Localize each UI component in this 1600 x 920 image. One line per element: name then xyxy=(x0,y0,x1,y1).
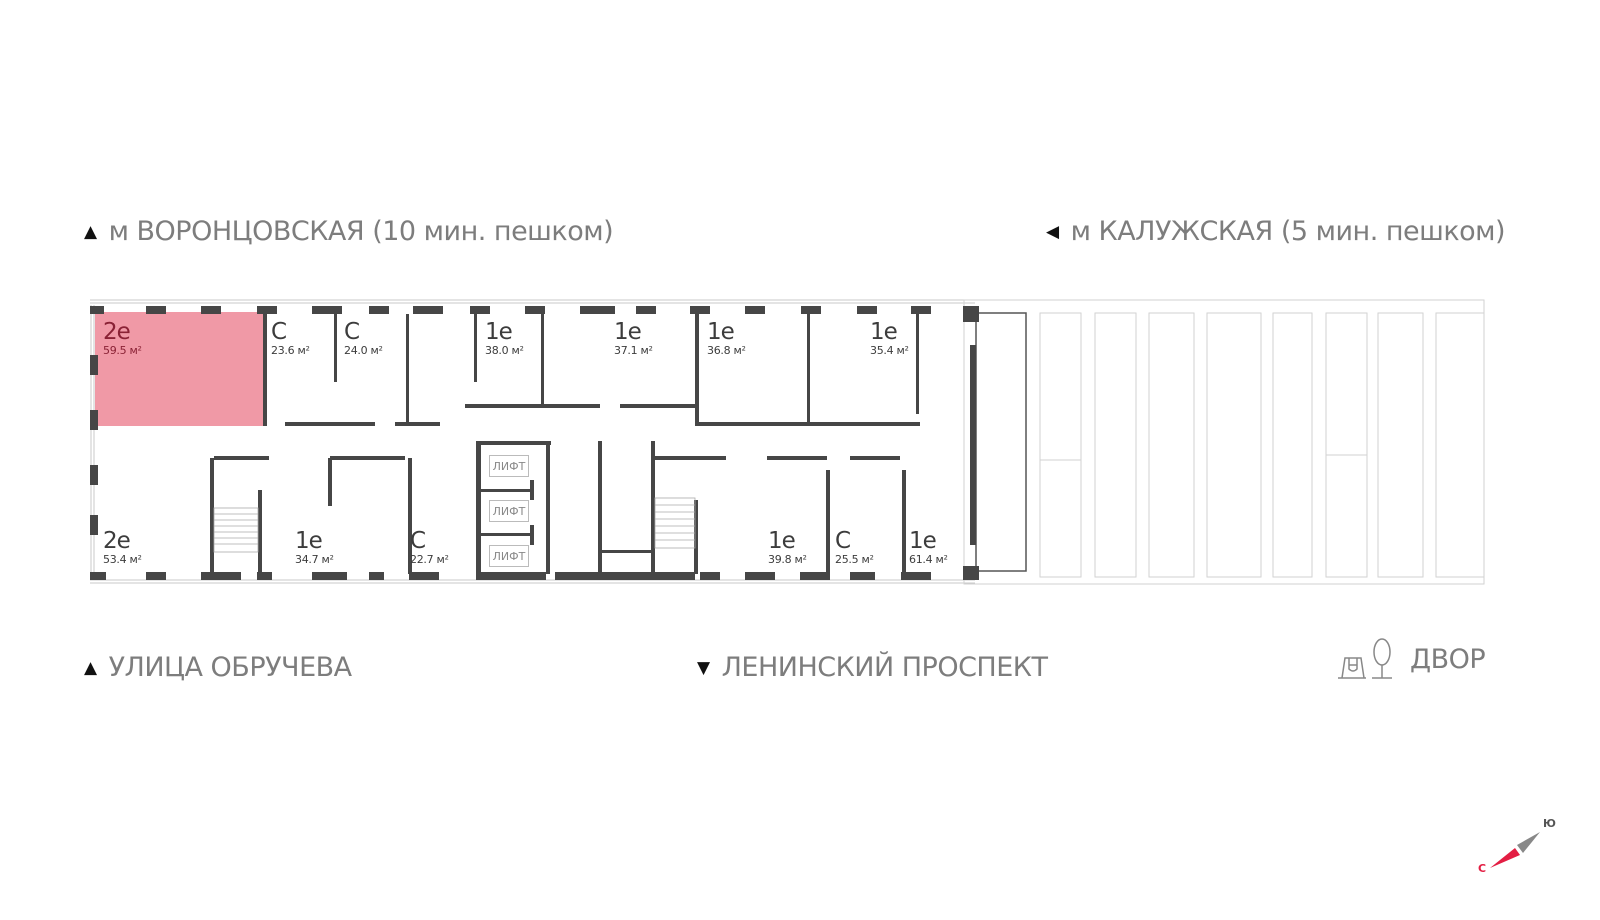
apartment-c-23-6[interactable]: С 23.6 м² xyxy=(271,320,310,358)
apartment-area: 59.5 м² xyxy=(103,344,142,357)
arrow-up-icon: ▲ xyxy=(84,657,97,678)
direction-kaluzhskaya: ◀ м КАЛУЖСКАЯ (5 мин. пешком) xyxy=(1046,216,1506,247)
apartment-1e-37-1[interactable]: 1е 37.1 м² xyxy=(614,320,653,358)
apartment-2e-53-4[interactable]: 2е 53.4 м² xyxy=(103,529,142,567)
direction-obrucheva: ▲ УЛИЦА ОБРУЧЕВА xyxy=(84,652,352,683)
apartment-1e-61-4[interactable]: 1е 61.4 м² xyxy=(909,529,948,567)
lift-1: ЛИФТ xyxy=(489,455,529,477)
apartment-type: С xyxy=(271,319,287,345)
apartment-area: 25.5 м² xyxy=(835,553,874,566)
apartment-type: 2е xyxy=(103,319,131,345)
arrow-down-icon: ▼ xyxy=(697,657,710,678)
apartment-type: 1е xyxy=(295,528,323,554)
apartment-area: 35.4 м² xyxy=(870,344,909,357)
compass-north: С xyxy=(1478,862,1487,875)
apartment-area: 39.8 м² xyxy=(768,553,807,566)
apartment-area: 34.7 м² xyxy=(295,553,334,566)
apartment-2e-59-5[interactable]: 2е 59.5 м² xyxy=(103,320,142,358)
apartment-1e-35-4[interactable]: 1е 35.4 м² xyxy=(870,320,909,358)
arrow-left-icon: ◀ xyxy=(1046,221,1059,242)
apartment-type: 1е xyxy=(870,319,898,345)
lift-3: ЛИФТ xyxy=(489,545,529,567)
apartment-area: 37.1 м² xyxy=(614,344,653,357)
apartment-area: 23.6 м² xyxy=(271,344,310,357)
apartment-type: С xyxy=(835,528,851,554)
direction-leninsky: ▼ ЛЕНИНСКИЙ ПРОСПЕКТ xyxy=(697,652,1048,683)
direction-text: м ВОРОНЦОВСКАЯ (10 мин. пешком) xyxy=(108,216,614,247)
apartment-type: 1е xyxy=(909,528,937,554)
apartment-1e-38-0[interactable]: 1е 38.0 м² xyxy=(485,320,524,358)
apartment-c-24-0[interactable]: С 24.0 м² xyxy=(344,320,383,358)
apartment-type: 1е xyxy=(485,319,513,345)
apartment-area: 22.7 м² xyxy=(410,553,449,566)
apartment-area: 53.4 м² xyxy=(103,553,142,566)
apartment-type: 1е xyxy=(614,319,642,345)
apartment-1e-34-7[interactable]: 1е 34.7 м² xyxy=(295,529,334,567)
compass-icon xyxy=(1490,832,1540,868)
courtyard-icon xyxy=(1338,638,1392,679)
courtyard-gallery xyxy=(963,299,1485,585)
direction-courtyard: ДВОР xyxy=(1336,636,1486,682)
direction-text: ДВОР xyxy=(1410,643,1486,675)
apartment-area: 61.4 м² xyxy=(909,553,948,566)
apartment-1e-39-8[interactable]: 1е 39.8 м² xyxy=(768,529,807,567)
apartment-c-25-5[interactable]: С 25.5 м² xyxy=(835,529,874,567)
apartment-type: 1е xyxy=(707,319,735,345)
apartment-area: 38.0 м² xyxy=(485,344,524,357)
compass-south: Ю xyxy=(1543,817,1556,830)
apartment-type: С xyxy=(410,528,426,554)
lift-2: ЛИФТ xyxy=(489,500,529,522)
direction-voroncovskaya: ▲ м ВОРОНЦОВСКАЯ (10 мин. пешком) xyxy=(84,216,614,247)
apartment-type: 2е xyxy=(103,528,131,554)
apartment-c-22-7[interactable]: С 22.7 м² xyxy=(410,529,449,567)
apartment-area: 36.8 м² xyxy=(707,344,746,357)
direction-text: ЛЕНИНСКИЙ ПРОСПЕКТ xyxy=(721,652,1048,683)
apartment-1e-36-8[interactable]: 1е 36.8 м² xyxy=(707,320,746,358)
apartment-type: С xyxy=(344,319,360,345)
direction-text: м КАЛУЖСКАЯ (5 мин. пешком) xyxy=(1070,216,1506,247)
apartment-2e-59-5-fill[interactable] xyxy=(95,312,265,426)
arrow-up-icon: ▲ xyxy=(84,221,97,242)
apartment-type: 1е xyxy=(768,528,796,554)
direction-text: УЛИЦА ОБРУЧЕВА xyxy=(108,652,353,683)
stairs xyxy=(213,497,696,553)
walls xyxy=(90,306,979,580)
apartment-area: 24.0 м² xyxy=(344,344,383,357)
